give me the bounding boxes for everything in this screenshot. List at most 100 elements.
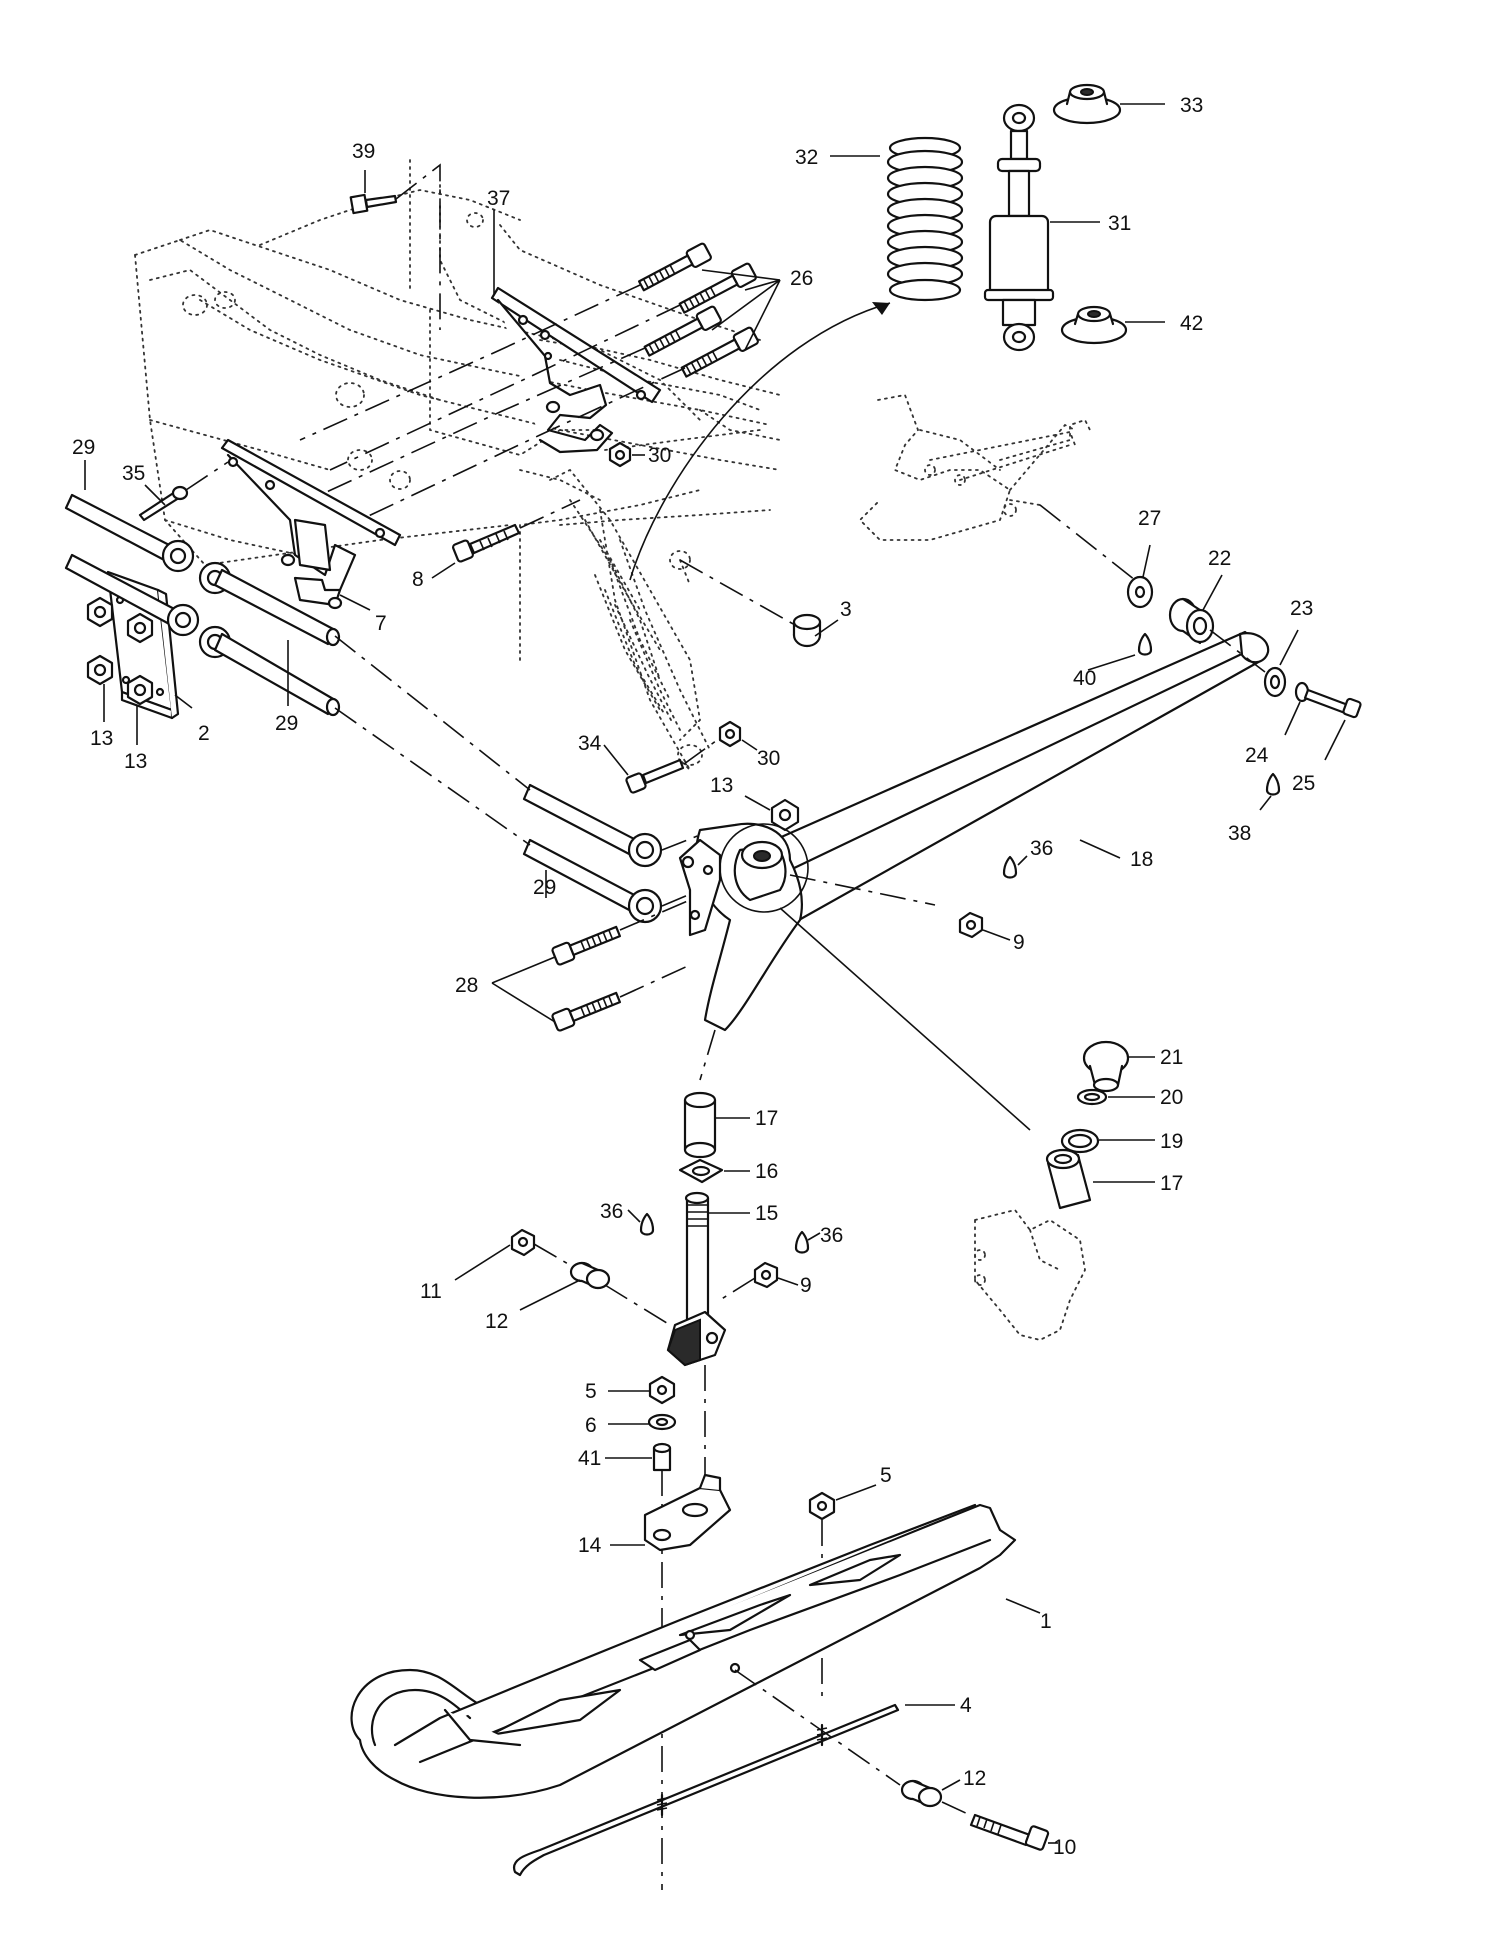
bolt-39-centerline — [395, 163, 441, 330]
callout-1: 1 — [1040, 1610, 1052, 1633]
callout-12b: 12 — [963, 1767, 986, 1790]
nut-30-upper — [608, 441, 632, 468]
callout-3: 3 — [840, 598, 852, 621]
bolt-26-centerline-2 — [329, 304, 681, 471]
callout-37: 37 — [487, 187, 510, 210]
plug-3-centerline — [679, 559, 796, 626]
rear-mount-centerline — [1039, 504, 1136, 581]
clip-20 — [1076, 1088, 1108, 1106]
bushing-12-upper — [569, 1261, 611, 1290]
callout-10: 10 — [1053, 1836, 1076, 1859]
callout-5a: 5 — [585, 1380, 597, 1403]
callout-35: 35 — [122, 462, 145, 485]
shock-installed-ghost — [594, 509, 711, 771]
nut-13-middle — [770, 798, 800, 832]
callout-5b: 5 — [880, 1464, 892, 1487]
grease-36-right — [794, 1230, 810, 1254]
grease-38 — [1265, 772, 1281, 796]
callout-18: 18 — [1130, 848, 1153, 871]
upper-bracket — [490, 286, 662, 454]
bushing-17-detail — [1045, 1148, 1092, 1210]
tie-rods — [64, 493, 663, 924]
frame-shock-ghost — [549, 468, 701, 741]
callout-40: 40 — [1073, 667, 1096, 690]
trailing-arm — [678, 630, 1270, 1032]
bolt-26-centerline-1 — [299, 284, 641, 441]
callout-32: 32 — [795, 146, 818, 169]
ski-mount-14 — [643, 1473, 732, 1552]
bolt-8 — [452, 523, 521, 563]
callout-9b: 9 — [800, 1274, 812, 1297]
wear-rod-4 — [512, 1703, 900, 1877]
bolt-28-centerline-1 — [619, 899, 691, 931]
callout-38: 38 — [1228, 822, 1251, 845]
callout-8: 8 — [412, 568, 424, 591]
callout-23: 23 — [1290, 597, 1313, 620]
spindle-housing-ghost — [974, 1208, 1086, 1341]
bracket-7 — [220, 438, 402, 610]
bolt-39 — [349, 193, 398, 215]
callout-34: 34 — [578, 732, 602, 755]
callout-13c: 13 — [710, 774, 733, 797]
callout-25: 25 — [1292, 772, 1315, 795]
rear-mount-ghost — [858, 393, 1091, 541]
callout-4: 4 — [960, 1694, 972, 1717]
washer-19 — [1060, 1128, 1100, 1154]
callout-11: 11 — [420, 1280, 442, 1303]
callout-36c: 36 — [820, 1224, 843, 1247]
shock-reference-arrow — [629, 302, 891, 581]
spindle-centerline-upper — [699, 1029, 716, 1081]
bushing-17 — [683, 1091, 717, 1159]
shock-reference-arrowhead — [872, 302, 890, 315]
callout-13a: 13 — [90, 727, 113, 750]
callout-21: 21 — [1160, 1046, 1183, 1069]
pin-35-centerline — [185, 461, 229, 491]
nut-11 — [510, 1228, 536, 1257]
bolt-10 — [969, 1813, 1050, 1851]
callout-13b: 13 — [124, 750, 147, 773]
spindle-reference-line — [779, 907, 1031, 1131]
spacer-41 — [652, 1442, 672, 1472]
callout-28: 28 — [455, 974, 478, 997]
spindle-bolt-centerline — [533, 1243, 671, 1326]
callout-29c: 29 — [533, 876, 556, 899]
ski-bolt-centerline — [734, 1669, 971, 1816]
washer-6 — [647, 1413, 677, 1431]
callout-26: 26 — [790, 267, 813, 290]
fitting-9-spindle — [753, 1261, 779, 1289]
spindle-reference-circle — [719, 823, 809, 913]
shock-absorber — [983, 103, 1055, 352]
grease-36-left — [639, 1212, 655, 1236]
spindle-shaft — [666, 1191, 727, 1367]
callout-33: 33 — [1180, 94, 1203, 117]
coil-spring — [886, 136, 964, 302]
seal-16 — [678, 1158, 724, 1184]
fitting-9-centerline — [789, 874, 936, 906]
callout-24: 24 — [1245, 744, 1269, 767]
nut-30-lower — [718, 720, 742, 748]
callout-6: 6 — [585, 1414, 597, 1437]
callout-20: 20 — [1160, 1086, 1183, 1109]
callout-2: 2 — [198, 722, 210, 745]
bolt-26-centerline-4 — [359, 367, 686, 521]
callout-16: 16 — [755, 1160, 778, 1183]
callout-14: 14 — [578, 1534, 602, 1557]
callout-12a: 12 — [485, 1310, 508, 1333]
fitting-9-arm — [958, 911, 984, 939]
callout-30a: 30 — [648, 444, 671, 467]
bolt-25 — [1303, 688, 1362, 719]
callout-29a: 29 — [72, 436, 95, 459]
rod-centerline-1 — [334, 635, 531, 791]
bushing-22 — [1168, 597, 1215, 645]
callout-19: 19 — [1160, 1130, 1183, 1153]
bushing-12-lower — [900, 1779, 943, 1808]
plug-3 — [792, 613, 822, 648]
knob-21 — [1082, 1040, 1130, 1093]
nut-5-right — [808, 1491, 836, 1521]
callout-39: 39 — [352, 140, 375, 163]
bolt-8-centerline — [519, 499, 581, 529]
washer-27 — [1126, 575, 1154, 609]
pin-35 — [138, 485, 189, 522]
callout-36b: 36 — [600, 1200, 623, 1223]
